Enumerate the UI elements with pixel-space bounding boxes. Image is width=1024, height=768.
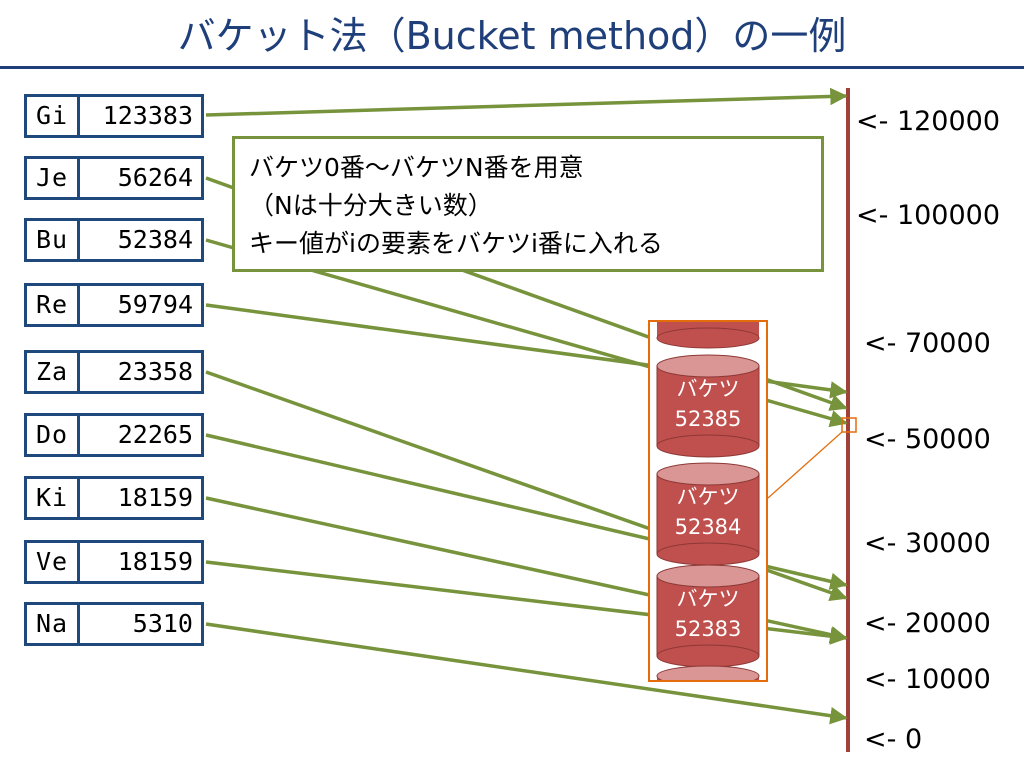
explanation-line: バケツ0番～バケツN番を用意 [249,153,584,182]
bucket-zoom-frame: バケツ 52385 バケツ 52384 バケツ 52383 [648,320,768,682]
record-na: Na 5310 [24,602,204,646]
record-key: Do [27,416,80,454]
bucket-cylinders [656,322,760,680]
bucket-cylinder-52384 [656,473,760,555]
bucket-cylinder-partial-lower-top [656,665,760,680]
record-key: Je [27,159,80,197]
record-value: 5310 [132,609,193,638]
bucket-number: 52384 [674,515,742,539]
slide-title: バケット法（Bucket method）の一例 [177,14,847,58]
bucket-cylinder-52385-top [656,354,760,378]
record-re: Re 59794 [24,283,204,327]
bucket-label-text: バケツ [676,377,740,401]
scale-label-20000: <- 20000 [864,608,991,639]
record-key: Re [27,286,80,324]
scale-label-70000: <- 70000 [864,328,991,359]
record-value: 56264 [117,163,193,192]
record-value: 123383 [102,101,193,130]
record-value: 59794 [117,290,193,319]
record-za: Za 23358 [24,350,204,394]
bucket-label-52385: バケツ 52385 [656,374,760,434]
explanation-box: バケツ0番～バケツN番を用意 （Nは十分大きい数） キー値がiの要素をバケツi番… [232,136,824,272]
record-gi: Gi 123383 [24,94,204,138]
bucket-label-text: バケツ [676,485,740,509]
record-key: Ve [27,543,80,581]
bucket-cylinder-52383-bottom [656,644,760,668]
scale-label-0: <- 0 [864,724,923,755]
record-value: 18159 [117,483,193,512]
zoom-marker [841,417,857,433]
record-key: Ki [27,479,80,517]
zoom-callout-line [767,431,843,499]
bucket-cylinder-52385-bottom [656,434,760,458]
bucket-number: 52385 [674,407,742,431]
scale-label-120000: <- 120000 [856,106,1001,137]
bucket-cylinder-52384-bottom [656,542,760,566]
bucket-label-52383: バケツ 52383 [656,584,760,644]
explanation-line: （Nは十分大きい数） [249,191,493,220]
arrow-na [205,622,848,725]
bucket-label-52384: バケツ 52384 [656,482,760,542]
record-value: 22265 [117,420,193,449]
record-ve: Ve 18159 [24,540,204,584]
scale-label-10000: <- 10000 [864,664,991,695]
arrow-gi [205,87,848,117]
record-value: 18159 [117,547,193,576]
record-value: 52384 [117,225,193,254]
record-bu: Bu 52384 [24,218,204,262]
bucket-label-text: バケツ [676,587,740,611]
bucket-cylinder-52384-top [656,462,760,486]
scale-label-30000: <- 30000 [864,528,991,559]
record-value: 23358 [117,357,193,386]
record-ki: Ki 18159 [24,476,204,520]
record-key: Bu [27,221,80,259]
record-key: Za [27,353,80,391]
record-key: Na [27,605,80,643]
explanation-line: キー値がiの要素をバケツi番に入れる [249,229,663,258]
record-do: Do 22265 [24,413,204,457]
bucket-cylinder-52383-top [656,564,760,588]
scale-label-100000: <- 100000 [856,200,1001,231]
bucket-number: 52383 [674,617,742,641]
record-key: Gi [27,97,80,135]
title-underline [0,66,1024,69]
bucket-cylinder-partial-bottom [656,327,760,349]
record-je: Je 56264 [24,156,204,200]
scale-label-50000: <- 50000 [864,424,991,455]
